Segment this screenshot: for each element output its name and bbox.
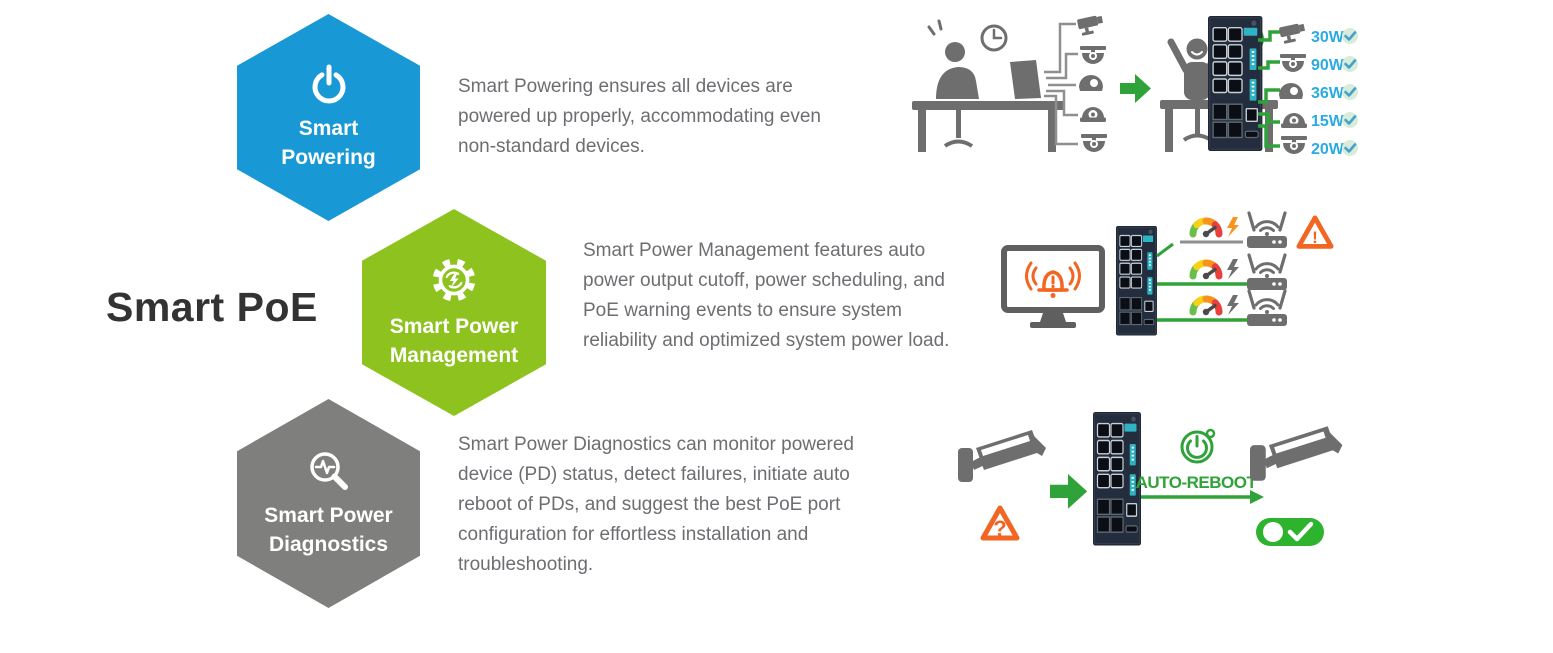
description-smart-power-management: Smart Power Management features auto pow…: [583, 240, 950, 351]
auto-reboot-icon: [1180, 428, 1216, 464]
check-icon: [1340, 82, 1358, 102]
wattage-label: 15W: [1311, 113, 1345, 130]
alert-monitor: [1001, 245, 1105, 328]
check-icon: [1340, 110, 1358, 130]
warning-triangle-icon: !: [1299, 218, 1331, 247]
reboot-arrow: [1141, 490, 1264, 504]
wireless-router-icon: [1245, 211, 1289, 250]
toggle-on-check-icon: [1256, 518, 1324, 546]
auto-reboot-label: AUTO-REBOOT: [1136, 473, 1258, 492]
lightning-icon: [1227, 259, 1239, 279]
lightning-icon: [1227, 295, 1239, 315]
recovered-camera-icon: [1250, 426, 1343, 481]
unknown-status-triangle-icon: ?: [983, 508, 1017, 541]
badge-label: Smart Powering: [281, 117, 376, 169]
dome-camera-icon: [1080, 46, 1106, 64]
illustration-smart-powering: 30W 90W 36W 15W 20W: [912, 14, 1358, 158]
cut-off-link: [1156, 242, 1174, 258]
illustration-smart-power-management: !: [1001, 211, 1345, 337]
check-icon: [1340, 138, 1358, 158]
question-glyph: ?: [993, 516, 1006, 541]
stressed-person-scene: [912, 19, 1064, 152]
wattage-label: 30W: [1311, 29, 1345, 46]
alert-glyph: !: [1312, 228, 1318, 247]
poe-cables: [1258, 30, 1280, 148]
power-gauge-icon: [1193, 299, 1219, 315]
turret-camera-icon: [1279, 83, 1303, 99]
wattage-label: 90W: [1311, 57, 1345, 74]
tangled-cables: [1044, 22, 1078, 146]
desk: [912, 101, 1064, 110]
check-icon: [1340, 26, 1358, 46]
arrow-right-icon: [1050, 474, 1088, 509]
dome-camera-icon: [1280, 54, 1306, 72]
power-icon: [312, 64, 345, 104]
wireless-router-icon: [1245, 289, 1289, 328]
illustration-smart-power-diagnostics: ? AUTO-REBOOT: [958, 410, 1343, 547]
poe-switch-graphic: [1091, 410, 1143, 547]
alarm-bell-icon: [1025, 261, 1081, 298]
page-title: Smart PoE: [106, 284, 318, 330]
power-gauge-icon: [1193, 263, 1219, 279]
check-icon: [1340, 54, 1358, 74]
badge-smart-power-diagnostics: Smart Power Diagnostics: [237, 399, 420, 608]
arrow-right-icon: [1120, 74, 1151, 103]
wireless-router-icon: [1245, 253, 1289, 292]
bullet-camera-icon: [1076, 14, 1105, 37]
dome-camera-icon: [1281, 136, 1307, 154]
dome-camera-icon: [1080, 107, 1106, 122]
badge-smart-power-management: Smart Power Management: [362, 209, 546, 416]
bullet-camera-icon: [1278, 22, 1307, 45]
dome-camera-icon: [1281, 113, 1307, 128]
lightning-icon: [1227, 217, 1239, 237]
wattage-label: 36W: [1311, 85, 1345, 102]
turret-camera-icon: [1079, 75, 1103, 91]
diagnostics-search-icon: [309, 452, 348, 491]
port-links: [1156, 240, 1248, 322]
poe-switch-graphic: [1114, 224, 1159, 337]
badge-label: Smart Power Diagnostics: [264, 504, 393, 556]
laptop-icon: [1010, 60, 1041, 99]
poe-switch-graphic: [1206, 14, 1264, 153]
badge-label: Smart Power Management: [389, 315, 519, 367]
powered-device-column: [1278, 22, 1307, 154]
power-gauge-icon: [1193, 221, 1219, 237]
camera-column: [1076, 14, 1107, 152]
failed-camera-icon: [958, 430, 1046, 482]
dome-camera-icon: [1081, 134, 1107, 152]
gear-energy-icon: [432, 258, 476, 302]
description-smart-powering: Smart Powering ensures all devices are p…: [458, 76, 821, 157]
badge-smart-powering: Smart Powering: [237, 14, 420, 221]
description-smart-power-diagnostics: Smart Power Diagnostics can monitor powe…: [458, 434, 855, 575]
wattage-labels: 30W 90W 36W 15W 20W: [1311, 26, 1358, 158]
wattage-label: 20W: [1311, 141, 1345, 158]
